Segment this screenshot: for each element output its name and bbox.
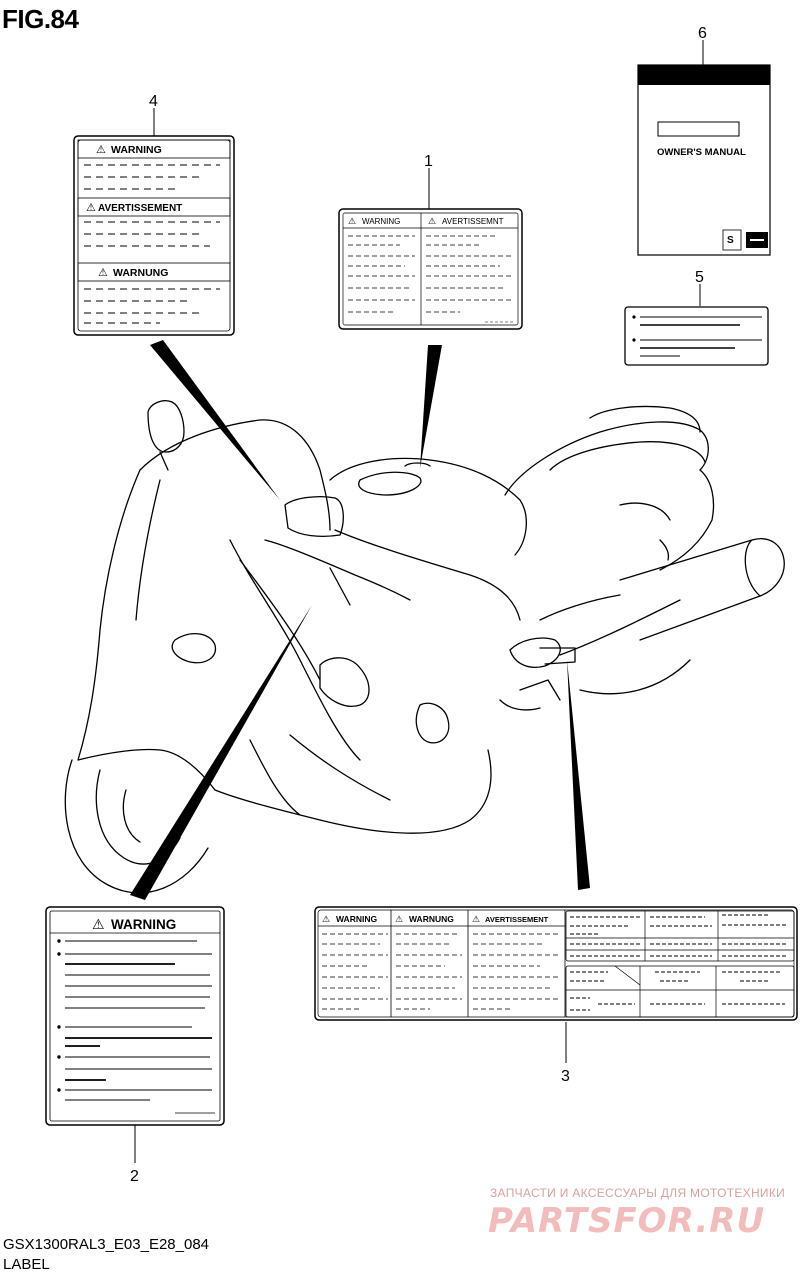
label-3-heading-warning: WARNING <box>336 914 377 924</box>
warning-triangle-icon: ⚠ <box>348 216 356 226</box>
label-2-warning: ⚠ WARNING <box>45 906 225 1126</box>
part-number-1: 1 <box>424 153 433 170</box>
label-3-heading-avertissement: AVERTISSEMENT <box>485 915 549 924</box>
label-1-heading-avertissemnt: AVERTISSEMNT <box>442 217 504 226</box>
part-number-6: 6 <box>698 25 707 42</box>
label-4-heading-warning: WARNING <box>111 144 162 156</box>
label-2-heading-warning: WARNING <box>111 917 176 932</box>
warning-triangle-icon: ⚠ <box>96 144 106 156</box>
label-1-heading-warning: WARNING <box>362 217 400 226</box>
warning-triangle-icon: ⚠ <box>98 267 108 279</box>
leader-lines <box>130 40 704 1163</box>
part-number-2: 2 <box>130 1168 139 1185</box>
item-6-owners-manual: OWNER'S MANUAL S <box>637 64 771 256</box>
suzuki-logo-icon: S <box>727 235 734 246</box>
leader-wedge-1 <box>420 345 442 468</box>
warning-triangle-icon: ⚠ <box>395 914 403 924</box>
label-4-heading-warnung: WARNUNG <box>113 267 168 279</box>
watermark-tagline: ЗАПЧАСТИ И АКСЕССУАРЫ ДЛЯ МОТОТЕХНИКИ <box>490 1186 786 1200</box>
part-number-3: 3 <box>561 1068 570 1085</box>
label-4-warning-trilingual: ⚠ WARNING ⚠ AVERTISSEMENT ⚠ WARNUNG <box>73 135 235 336</box>
warning-triangle-icon: ⚠ <box>322 914 330 924</box>
model-code: GSX1300RAL3_E03_E28_084 <box>3 1236 210 1253</box>
leader-wedge-2 <box>130 605 312 900</box>
warning-triangle-icon: ⚠ <box>92 916 105 932</box>
leader-wedge-4 <box>150 340 280 500</box>
label-4-heading-avertissement: AVERTISSEMENT <box>98 203 182 214</box>
section-name: LABEL <box>3 1256 50 1273</box>
warning-triangle-icon: ⚠ <box>472 914 480 924</box>
leader-wedge-3 <box>567 660 590 890</box>
figure-title: FIG.84 <box>2 4 79 34</box>
warning-triangle-icon: ⚠ <box>428 216 436 226</box>
label-5 <box>624 306 769 366</box>
motorcycle-drawing <box>64 400 785 894</box>
watermark-logo: PARTSFOR.RU <box>488 1201 766 1241</box>
label-3-heading-warnung: WARNUNG <box>409 914 454 924</box>
part-number-4: 4 <box>149 93 158 110</box>
label-3-info: ⚠ WARNING ⚠ WARNUNG ⚠ AVERTISSEMENT <box>314 906 798 1021</box>
label-1-warning-bilingual: ⚠ WARNING ⚠ AVERTISSEMNT <box>338 208 523 330</box>
part-number-5: 5 <box>695 269 704 286</box>
warning-triangle-icon: ⚠ <box>86 202 96 214</box>
owners-manual-title: OWNER'S MANUAL <box>657 147 746 158</box>
